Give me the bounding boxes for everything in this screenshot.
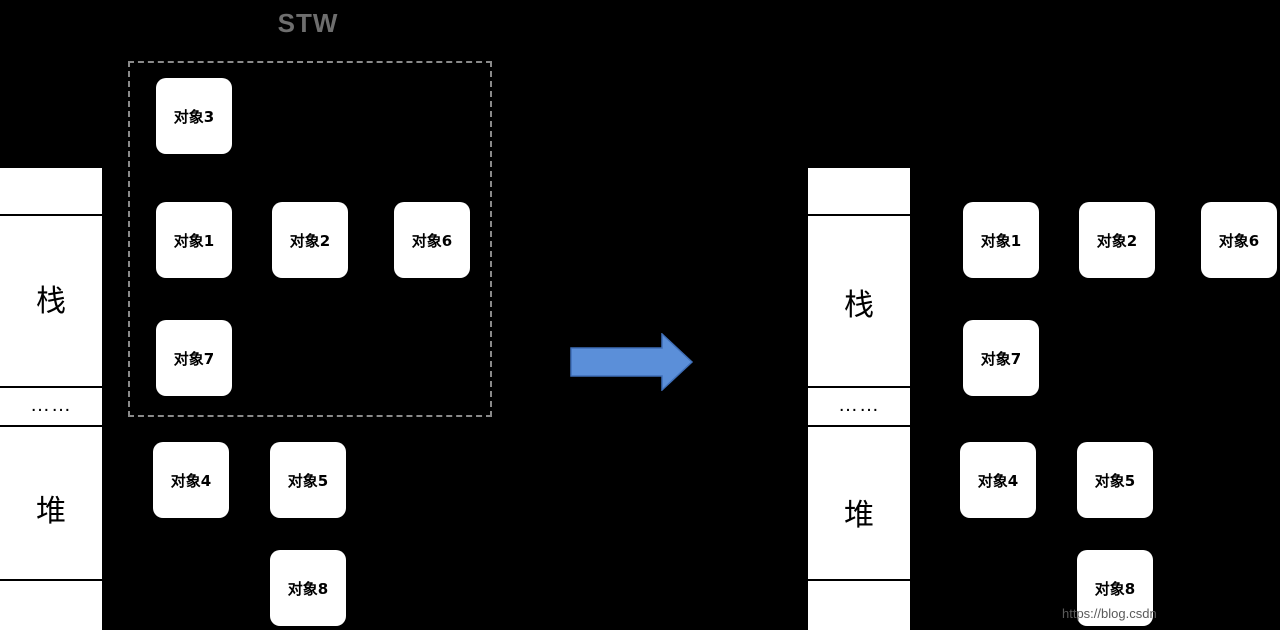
object-5-after: 对象5 (1077, 442, 1153, 518)
object-7-before: 对象7 (156, 320, 232, 396)
heap-label: 堆 (844, 498, 874, 533)
divider (808, 386, 910, 388)
object-1-after: 对象1 (963, 202, 1039, 278)
watermark: https://blog.csdn (1062, 606, 1157, 621)
memory-column-after: 栈 …… 堆 (808, 168, 910, 630)
heap-label: 堆 (36, 494, 66, 529)
divider (0, 425, 102, 427)
object-3-before: 对象3 (156, 78, 232, 154)
divider (0, 214, 102, 216)
object-8-before: 对象8 (270, 550, 346, 626)
ellipsis-label: …… (30, 394, 72, 416)
stack-label: 栈 (36, 284, 66, 319)
divider (0, 386, 102, 388)
stw-title: STW (277, 8, 339, 38)
object-7-after: 对象7 (963, 320, 1039, 396)
divider (808, 425, 910, 427)
stack-label: 栈 (844, 288, 874, 323)
object-6-after: 对象6 (1201, 202, 1277, 278)
object-2-before: 对象2 (272, 202, 348, 278)
object-1-before: 对象1 (156, 202, 232, 278)
object-4-before: 对象4 (153, 442, 229, 518)
ellipsis-label: …… (838, 394, 880, 416)
object-8-after: 对象8 (1077, 550, 1153, 626)
divider (808, 214, 910, 216)
object-6-before: 对象6 (394, 202, 470, 278)
object-2-after: 对象2 (1079, 202, 1155, 278)
right-arrow-icon (570, 333, 694, 391)
object-5-before: 对象5 (270, 442, 346, 518)
memory-column-before: 栈 …… 堆 (0, 168, 102, 630)
divider (0, 579, 102, 581)
stw-region (128, 61, 492, 417)
object-4-after: 对象4 (960, 442, 1036, 518)
divider (808, 579, 910, 581)
